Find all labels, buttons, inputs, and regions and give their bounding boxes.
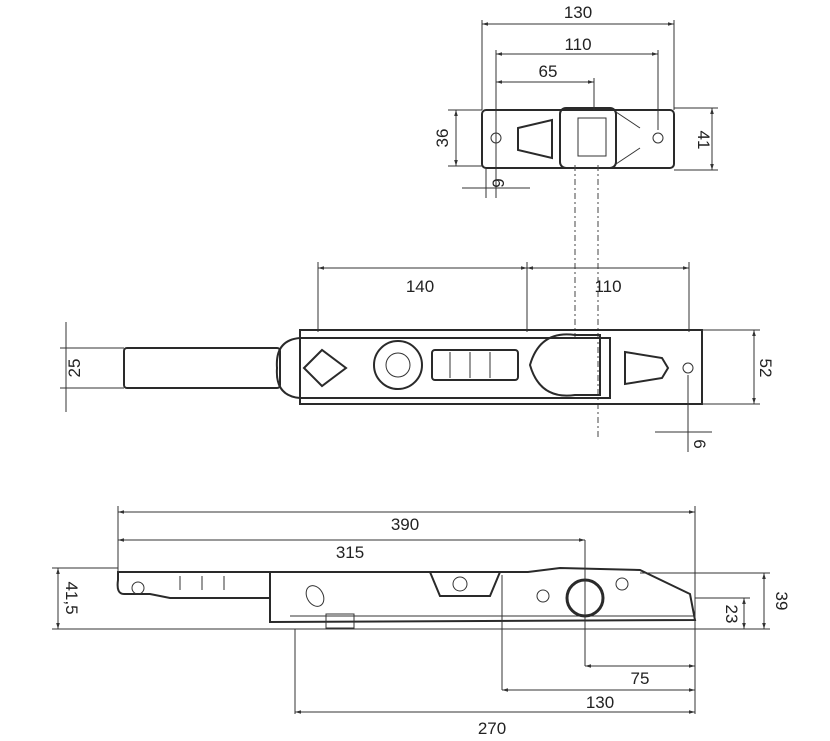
dim-side-130: 130 xyxy=(586,693,614,712)
dim-plan-6: 6 xyxy=(690,439,709,448)
dimension-lines xyxy=(52,506,770,714)
dim-plan-140: 140 xyxy=(406,277,434,296)
dim-top-41: 41 xyxy=(694,131,713,150)
dim-side-315: 315 xyxy=(336,543,364,562)
dim-side-39: 39 xyxy=(772,592,791,611)
dim-top-130: 130 xyxy=(564,3,592,22)
dim-side-270: 270 xyxy=(478,719,506,738)
dim-side-75: 75 xyxy=(631,669,650,688)
side-view: 390 315 41,5 23 39 75 130 270 xyxy=(52,506,791,738)
dimension-lines xyxy=(448,20,718,198)
dim-side-390: 390 xyxy=(391,515,419,534)
dim-side-23: 23 xyxy=(722,605,741,624)
dim-side-41-5: 41,5 xyxy=(62,581,81,614)
top-view-part xyxy=(481,107,675,169)
dim-top-36: 36 xyxy=(433,129,452,148)
side-view-part xyxy=(116,566,697,629)
dim-top-65: 65 xyxy=(539,62,558,81)
dim-plan-25: 25 xyxy=(65,359,84,378)
plan-view-part xyxy=(123,329,703,405)
dim-top-9: 9 xyxy=(489,178,508,187)
dim-plan-52: 52 xyxy=(756,359,775,378)
plan-view: 140 110 25 52 6 xyxy=(60,262,775,452)
dimension-lines xyxy=(60,262,760,452)
top-view: 130 110 65 36 41 9 xyxy=(433,3,718,440)
dim-top-110: 110 xyxy=(564,35,591,54)
dim-plan-110: 110 xyxy=(594,277,621,296)
